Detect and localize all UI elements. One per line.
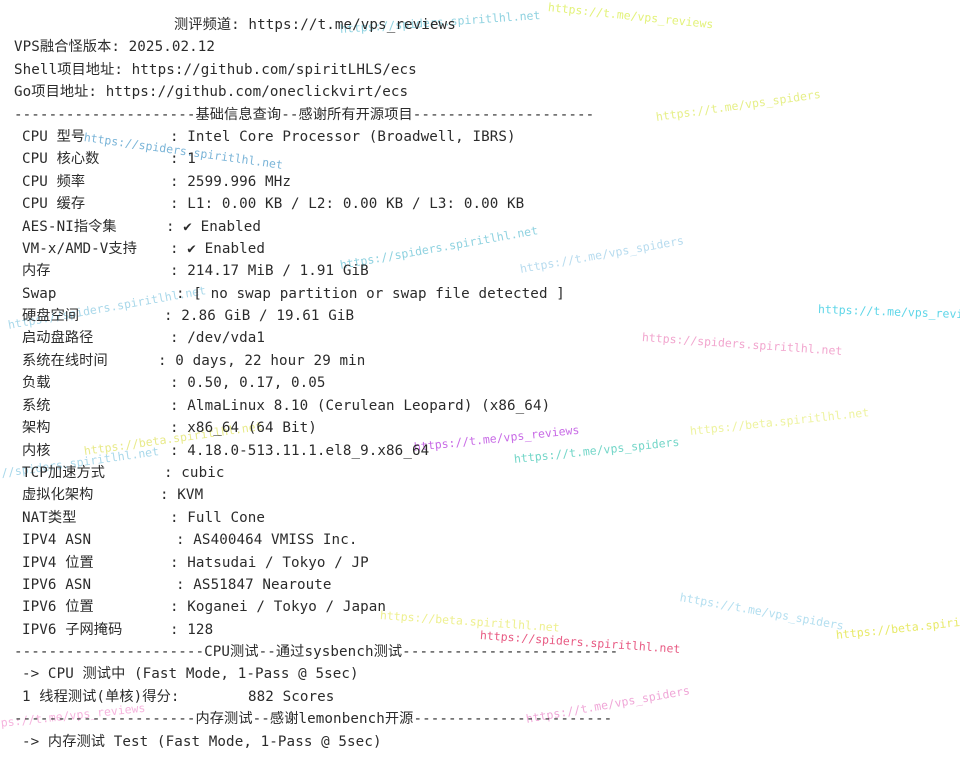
- channel-line: 测评频道: https://t.me/vps_reviews: [174, 17, 456, 33]
- info-label: 虚拟化架构: [22, 487, 94, 503]
- info-row: CPU 核心数 : 1: [22, 148, 196, 170]
- info-label: Swap: [22, 286, 57, 302]
- info-label: 启动盘路径: [22, 330, 94, 346]
- info-value: : Intel Core Processor (Broadwell, IBRS): [170, 129, 516, 145]
- info-row: NAT类型 : Full Cone: [22, 507, 265, 529]
- info-label: CPU 缓存: [22, 196, 86, 212]
- info-row: IPV6 子网掩码 : 128: [22, 619, 213, 641]
- info-label: 系统: [22, 398, 51, 414]
- info-value: : /dev/vda1: [170, 330, 266, 346]
- info-label: CPU 核心数: [22, 151, 100, 167]
- watermark-text: https://beta.spiritlhl.net: [835, 609, 960, 642]
- info-row: 启动盘路径 : /dev/vda1: [22, 327, 265, 349]
- info-value: : Full Cone: [170, 510, 266, 526]
- info-label: NAT类型: [22, 510, 77, 526]
- watermark-text: https://t.me/vps_spiders: [655, 86, 822, 124]
- info-label: AES-NI指令集: [22, 219, 117, 235]
- info-value: : cubic: [164, 465, 225, 481]
- shell-repo-line: Shell项目地址: https://github.com/spiritLHLS…: [14, 62, 417, 78]
- info-row: IPV4 位置 : Hatsudai / Tokyo / JP: [22, 552, 369, 574]
- info-value: : KVM: [160, 487, 204, 503]
- info-label: 系统在线时间: [22, 353, 108, 369]
- watermark-text: https://beta.spiritlhl.net: [689, 405, 870, 438]
- info-value: : Koganei / Tokyo / Japan: [170, 599, 387, 615]
- info-label: IPV4 ASN: [22, 532, 92, 548]
- info-row: Swap : [ no swap partition or swap file d…: [22, 283, 565, 305]
- go-repo-line: Go项目地址: https://github.com/oneclickvirt/…: [14, 84, 409, 100]
- section-memory-test: ---------------------内存测试--感谢lemonbench开…: [14, 711, 613, 727]
- info-label: IPV4 位置: [22, 555, 94, 571]
- info-label: IPV6 ASN: [22, 577, 92, 593]
- info-value: : 0 days, 22 hour 29 min: [158, 353, 366, 369]
- info-value: : ✔ Enabled: [166, 219, 262, 235]
- info-value: : 128: [170, 622, 214, 638]
- watermark-text: https://spiders.spiritlhl.net: [641, 330, 843, 358]
- info-value: : ✔ Enabled: [170, 241, 266, 257]
- info-row: AES-NI指令集 : ✔ Enabled: [22, 216, 261, 238]
- watermark-text: https://t.me/vps_spiders: [678, 590, 845, 633]
- watermark-text: https://t.me/vps_spiders: [513, 434, 680, 466]
- watermark-text: https://spiders.spiritlhl.net: [338, 223, 539, 272]
- info-value: : 4.18.0-513.11.1.el8_9.x86_64: [170, 443, 430, 459]
- info-value: : 0.50, 0.17, 0.05: [170, 375, 326, 391]
- watermark-text: https://t.me/vps_spiders: [518, 233, 685, 276]
- info-row: IPV6 位置 : Koganei / Tokyo / Japan: [22, 596, 386, 618]
- info-row: 系统在线时间 : 0 days, 22 hour 29 min: [22, 350, 365, 372]
- info-value: : L1: 0.00 KB / L2: 0.00 KB / L3: 0.00 K…: [170, 196, 525, 212]
- info-value: : 2599.996 MHz: [170, 174, 291, 190]
- info-value: : 214.17 MiB / 1.91 GiB: [170, 263, 369, 279]
- info-row: 负载 : 0.50, 0.17, 0.05: [22, 372, 326, 394]
- info-value: : AlmaLinux 8.10 (Cerulean Leopard) (x86…: [170, 398, 551, 414]
- info-row: TCP加速方式 : cubic: [22, 462, 225, 484]
- info-row: 硬盘空间 : 2.86 GiB / 19.61 GiB: [22, 305, 354, 327]
- info-row: CPU 频率 : 2599.996 MHz: [22, 171, 291, 193]
- memory-test-running: -> 内存测试 Test (Fast Mode, 1-Pass @ 5sec): [22, 734, 382, 750]
- cpu-score-row: 1 线程测试(单核)得分: 882 Scores: [22, 686, 334, 708]
- watermark-text: https://beta.spiritlhl.net: [379, 608, 561, 635]
- info-row: VM-x/AMD-V支持 : ✔ Enabled: [22, 238, 265, 260]
- info-row: CPU 型号 : Intel Core Processor (Broadwell,…: [22, 126, 516, 148]
- info-row: IPV4 ASN : AS400464 VMISS Inc.: [22, 529, 357, 551]
- info-row: 系统 : AlmaLinux 8.10 (Cerulean Leopard) (x…: [22, 395, 550, 417]
- cpu-test-running: -> CPU 测试中 (Fast Mode, 1-Pass @ 5sec): [22, 666, 359, 682]
- info-row: CPU 缓存 : L1: 0.00 KB / L2: 0.00 KB / L3: …: [22, 193, 524, 215]
- info-row: 虚拟化架构 : KVM: [22, 484, 203, 506]
- info-value: : 1: [170, 151, 196, 167]
- info-row: IPV6 ASN : AS51847 Nearoute: [22, 574, 332, 596]
- info-row: 内核 : 4.18.0-513.11.1.el8_9.x86_64: [22, 440, 429, 462]
- cpu-score-value: 882 Scores: [248, 689, 335, 705]
- section-basic-info: ---------------------基础信息查询--感谢所有开源项目---…: [14, 107, 595, 123]
- watermark-text: https://t.me/vps_reviews: [817, 302, 960, 322]
- info-label: TCP加速方式: [22, 465, 106, 481]
- info-row: 内存 : 214.17 MiB / 1.91 GiB: [22, 260, 369, 282]
- info-label: 内核: [22, 443, 51, 459]
- info-label: 负载: [22, 375, 51, 391]
- info-value: : AS400464 VMISS Inc.: [176, 532, 358, 548]
- info-label: 架构: [22, 420, 51, 436]
- info-value: : [ no swap partition or swap file detec…: [176, 286, 565, 302]
- info-label: CPU 频率: [22, 174, 86, 190]
- info-value: : AS51847 Nearoute: [176, 577, 332, 593]
- version-line: VPS融合怪版本: 2025.02.12: [14, 39, 216, 55]
- watermark-text: https://t.me/vps_reviews: [547, 0, 714, 32]
- info-label: IPV6 子网掩码: [22, 622, 123, 638]
- info-label: 内存: [22, 263, 51, 279]
- section-cpu-test: ----------------------CPU测试--通过sysbench测…: [14, 644, 619, 660]
- info-value: : 2.86 GiB / 19.61 GiB: [164, 308, 355, 324]
- info-label: IPV6 位置: [22, 599, 94, 615]
- cpu-score-label: 1 线程测试(单核)得分:: [22, 689, 180, 705]
- info-value: : x86_64 (64 Bit): [170, 420, 317, 436]
- info-label: 硬盘空间: [22, 308, 80, 324]
- info-label: VM-x/AMD-V支持: [22, 241, 137, 257]
- info-row: 架构 : x86_64 (64 Bit): [22, 417, 317, 439]
- info-label: CPU 型号: [22, 129, 86, 145]
- watermark-text: https://t.me/vps_reviews: [413, 422, 580, 454]
- info-value: : Hatsudai / Tokyo / JP: [170, 555, 369, 571]
